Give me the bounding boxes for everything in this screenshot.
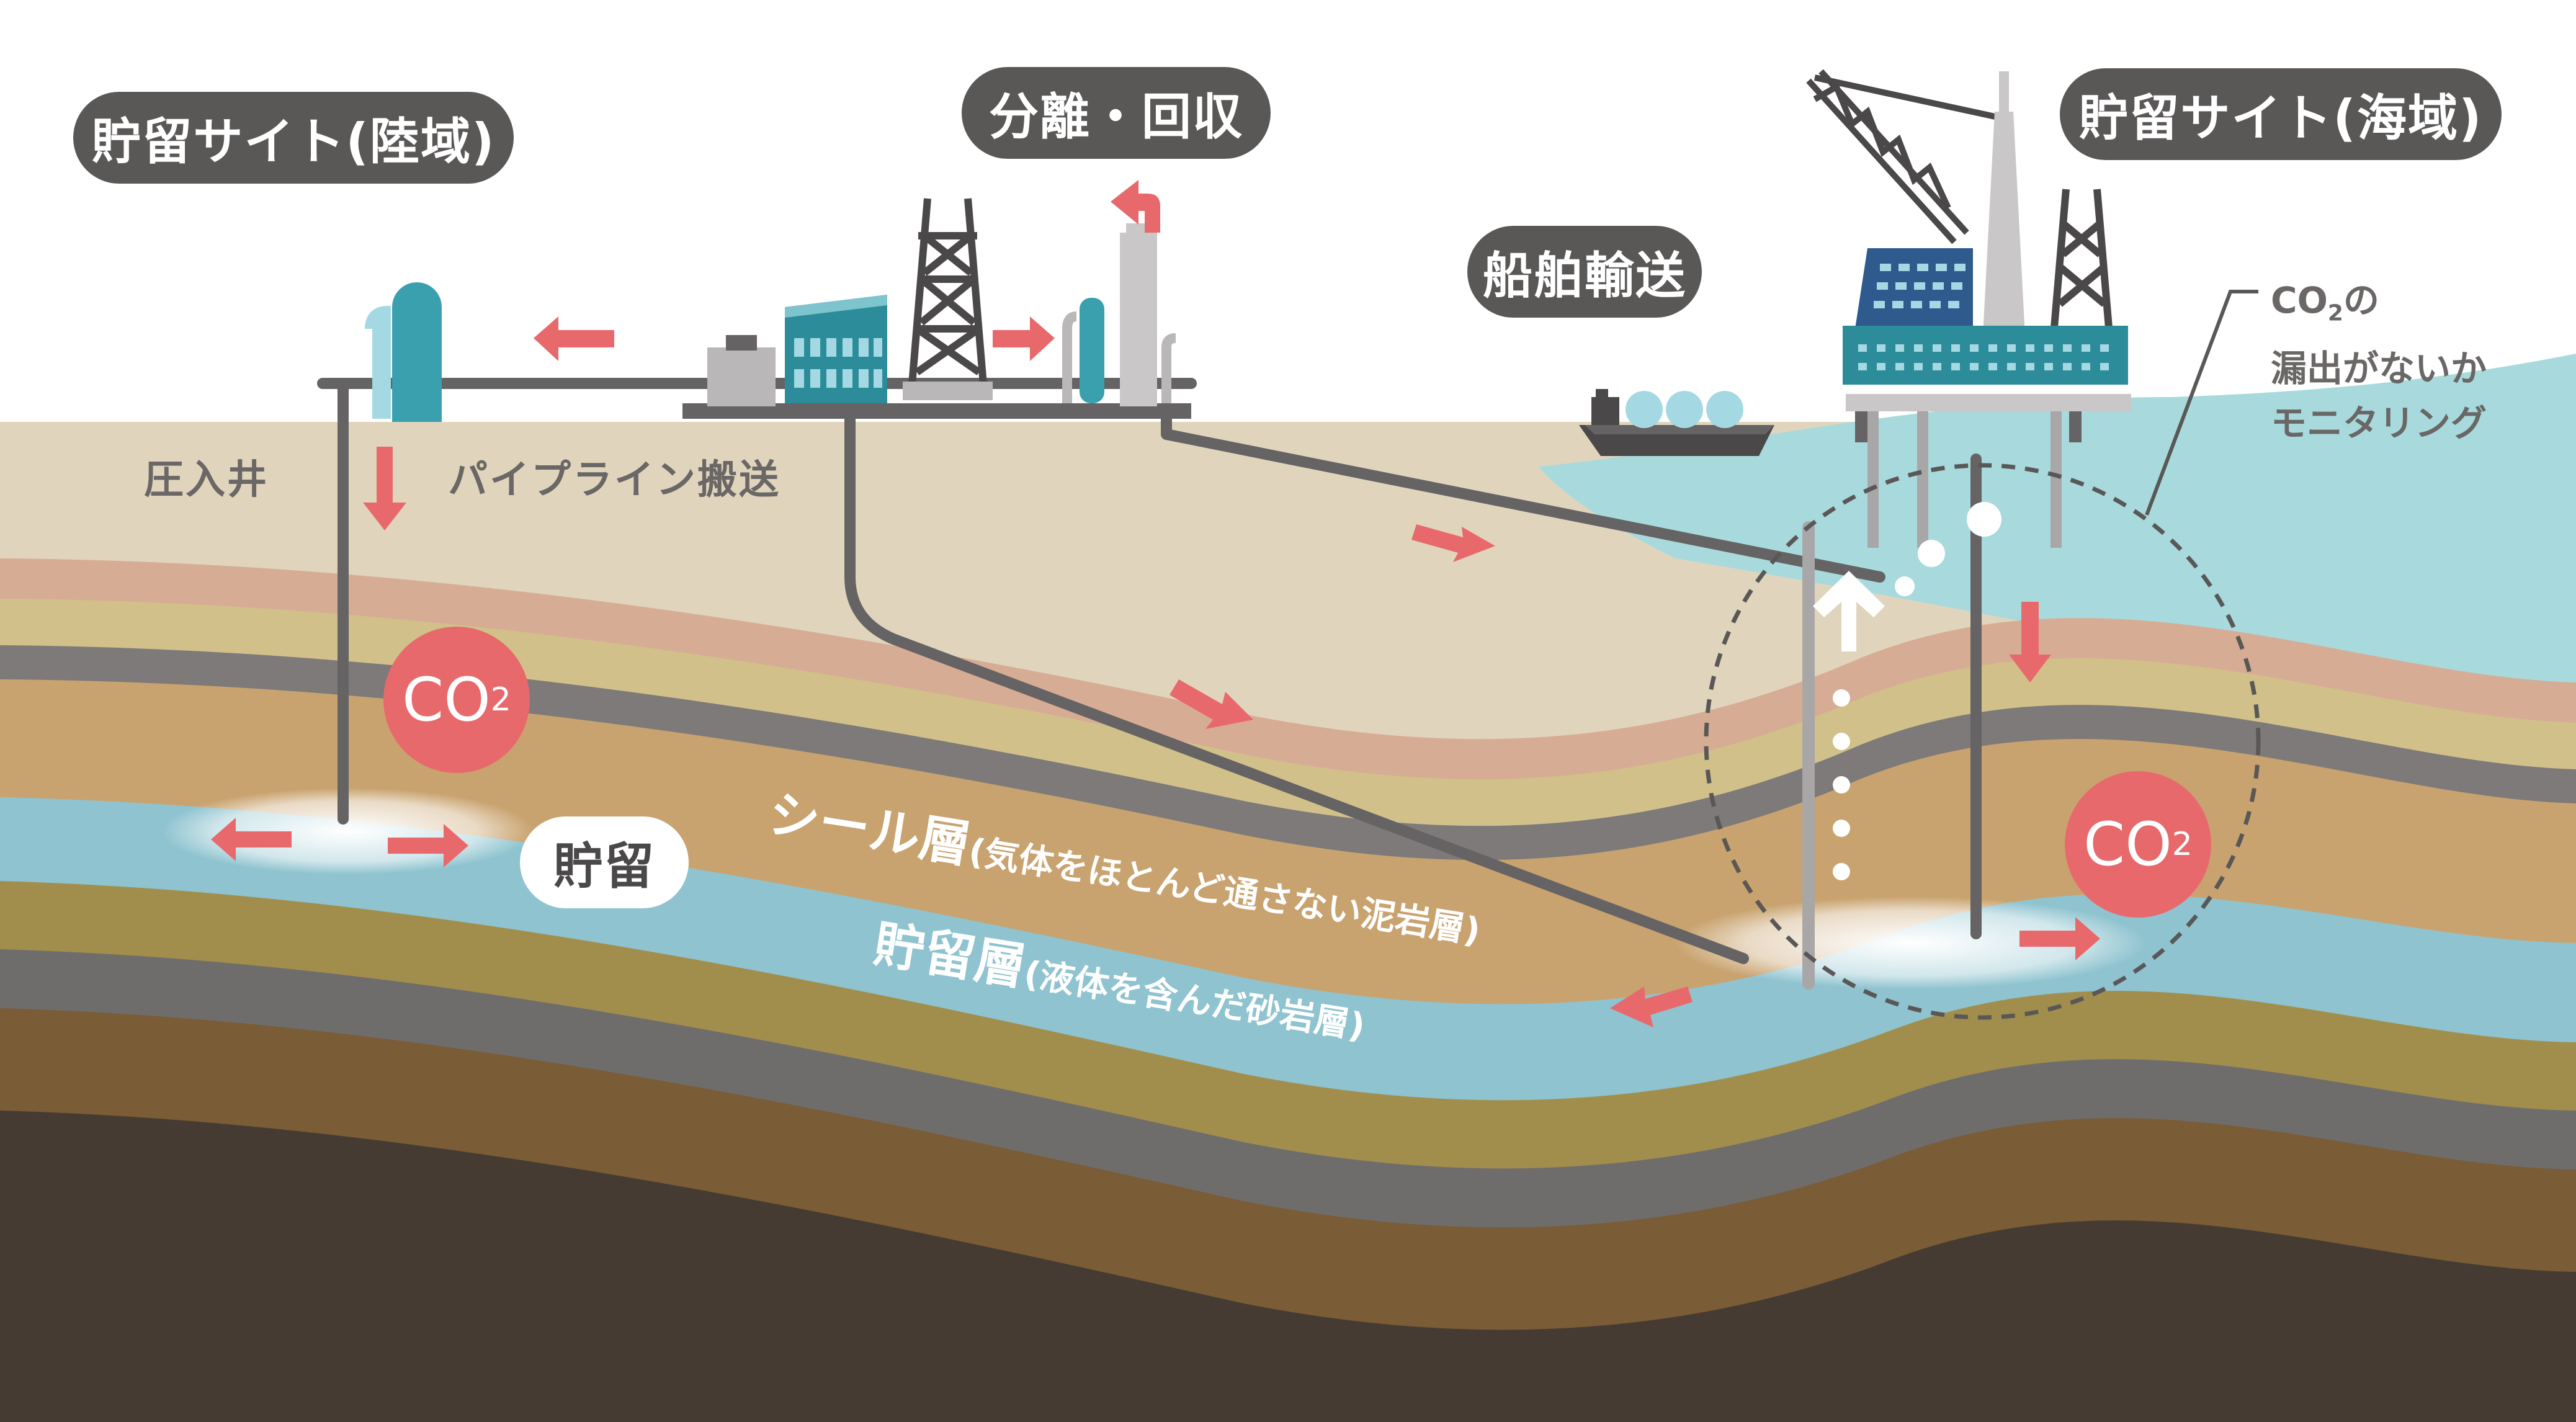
arrow-down-injection — [363, 447, 406, 530]
onshore-site-label: 貯留サイト(陸域) — [73, 92, 514, 184]
arrow-downright-1 — [1411, 524, 1495, 562]
monitoring-zone — [1704, 463, 2261, 1020]
arrow-right-storage — [388, 824, 468, 867]
subsea-pipeline — [1161, 410, 1885, 583]
arrow-right-offshore — [2019, 917, 2100, 960]
bedrock — [0, 1111, 2576, 1422]
arrow-left-storage — [211, 818, 292, 861]
storage-tank-icon — [365, 282, 442, 422]
monitoring-leader-line — [2145, 290, 2258, 516]
arrow-down-offshore — [2009, 602, 2051, 682]
pipeline-transport-label: パイプライン搬送 — [448, 457, 780, 503]
offshore-site-label: 貯留サイト(海域) — [2060, 68, 2502, 160]
monitoring-line-3: モニタリング — [2271, 401, 2487, 444]
leak-bubbles — [1895, 502, 2001, 596]
monitoring-line-1: CO2の — [2271, 279, 2379, 326]
arrow-left-pipeline — [534, 316, 614, 361]
arrow-downright-2 — [1169, 679, 1253, 729]
pipeline-base-plate — [682, 403, 1191, 419]
arrow-downleft-reservoir — [1610, 986, 1693, 1027]
offshore-platform-icon — [1806, 69, 2131, 548]
injection-well-label: 圧入井 — [144, 457, 269, 503]
monitoring-line-2: 漏出がないか — [2271, 347, 2487, 390]
arrow-right-plant — [993, 316, 1055, 361]
monitoring-note: CO2の 漏出がないか モニタリング — [2271, 273, 2487, 450]
factory-icon — [707, 198, 1176, 406]
storage-label: 貯留 — [520, 816, 689, 908]
storage-glow-offshore — [1675, 897, 2147, 990]
separation-capture-label: 分離・回収 — [962, 67, 1271, 159]
ship-transport-label: 船舶輸送 — [1467, 226, 1702, 318]
chimney-exhaust-arrow — [1111, 180, 1160, 233]
underground-pipeline — [844, 410, 1749, 964]
ship-icon — [1579, 389, 1774, 456]
upward-arrow-icon — [1813, 571, 1885, 880]
